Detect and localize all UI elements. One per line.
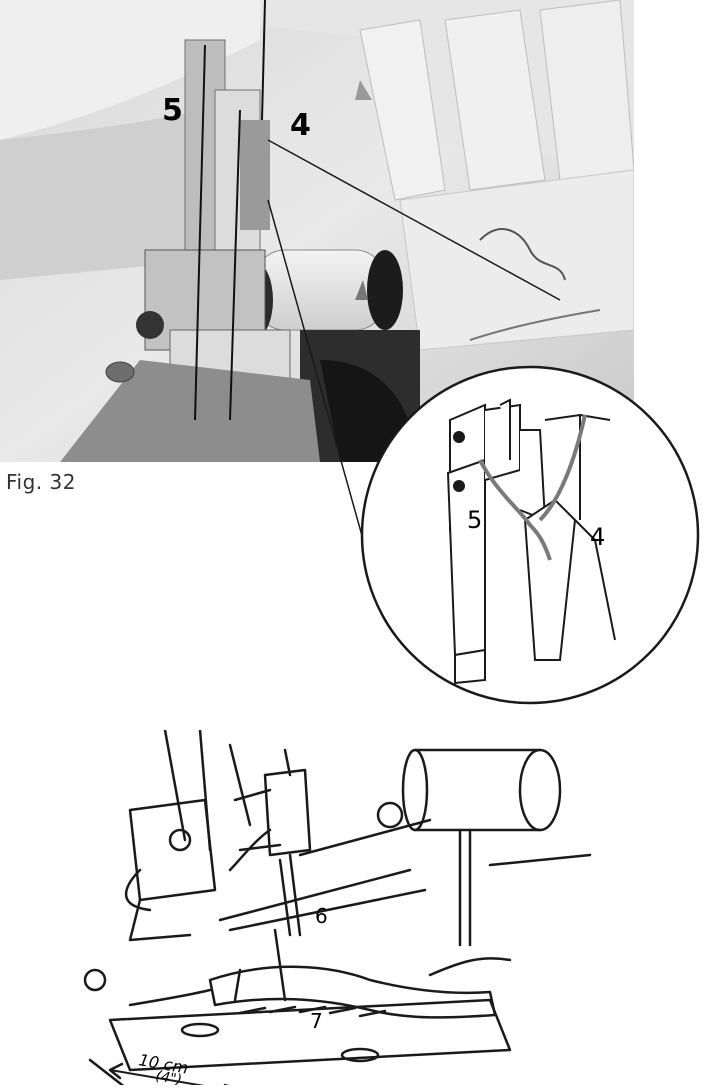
- serger-photo-illustration: 5 4: [0, 0, 634, 462]
- zoom-label-4: 4: [590, 523, 605, 551]
- photo-label-4: 4: [290, 108, 311, 143]
- presser-foot-illustration: 6 7 10 cm (4"): [83, 728, 592, 1089]
- drawing-label-7: 7: [310, 1009, 323, 1033]
- drawing-label-6: 6: [315, 904, 328, 928]
- figure-caption: Fig. 32: [6, 470, 76, 494]
- zoom-thread-left: [478, 459, 552, 561]
- photo-label-5: 5: [162, 93, 183, 128]
- dimension-imperial: (4"): [154, 1068, 183, 1085]
- knob-outline: [83, 968, 107, 992]
- serger-photo: 5 4: [0, 0, 634, 462]
- zoom-label-5: 5: [467, 506, 482, 534]
- presser-foot-drawing: 6 7 10 cm (4"): [70, 728, 630, 1089]
